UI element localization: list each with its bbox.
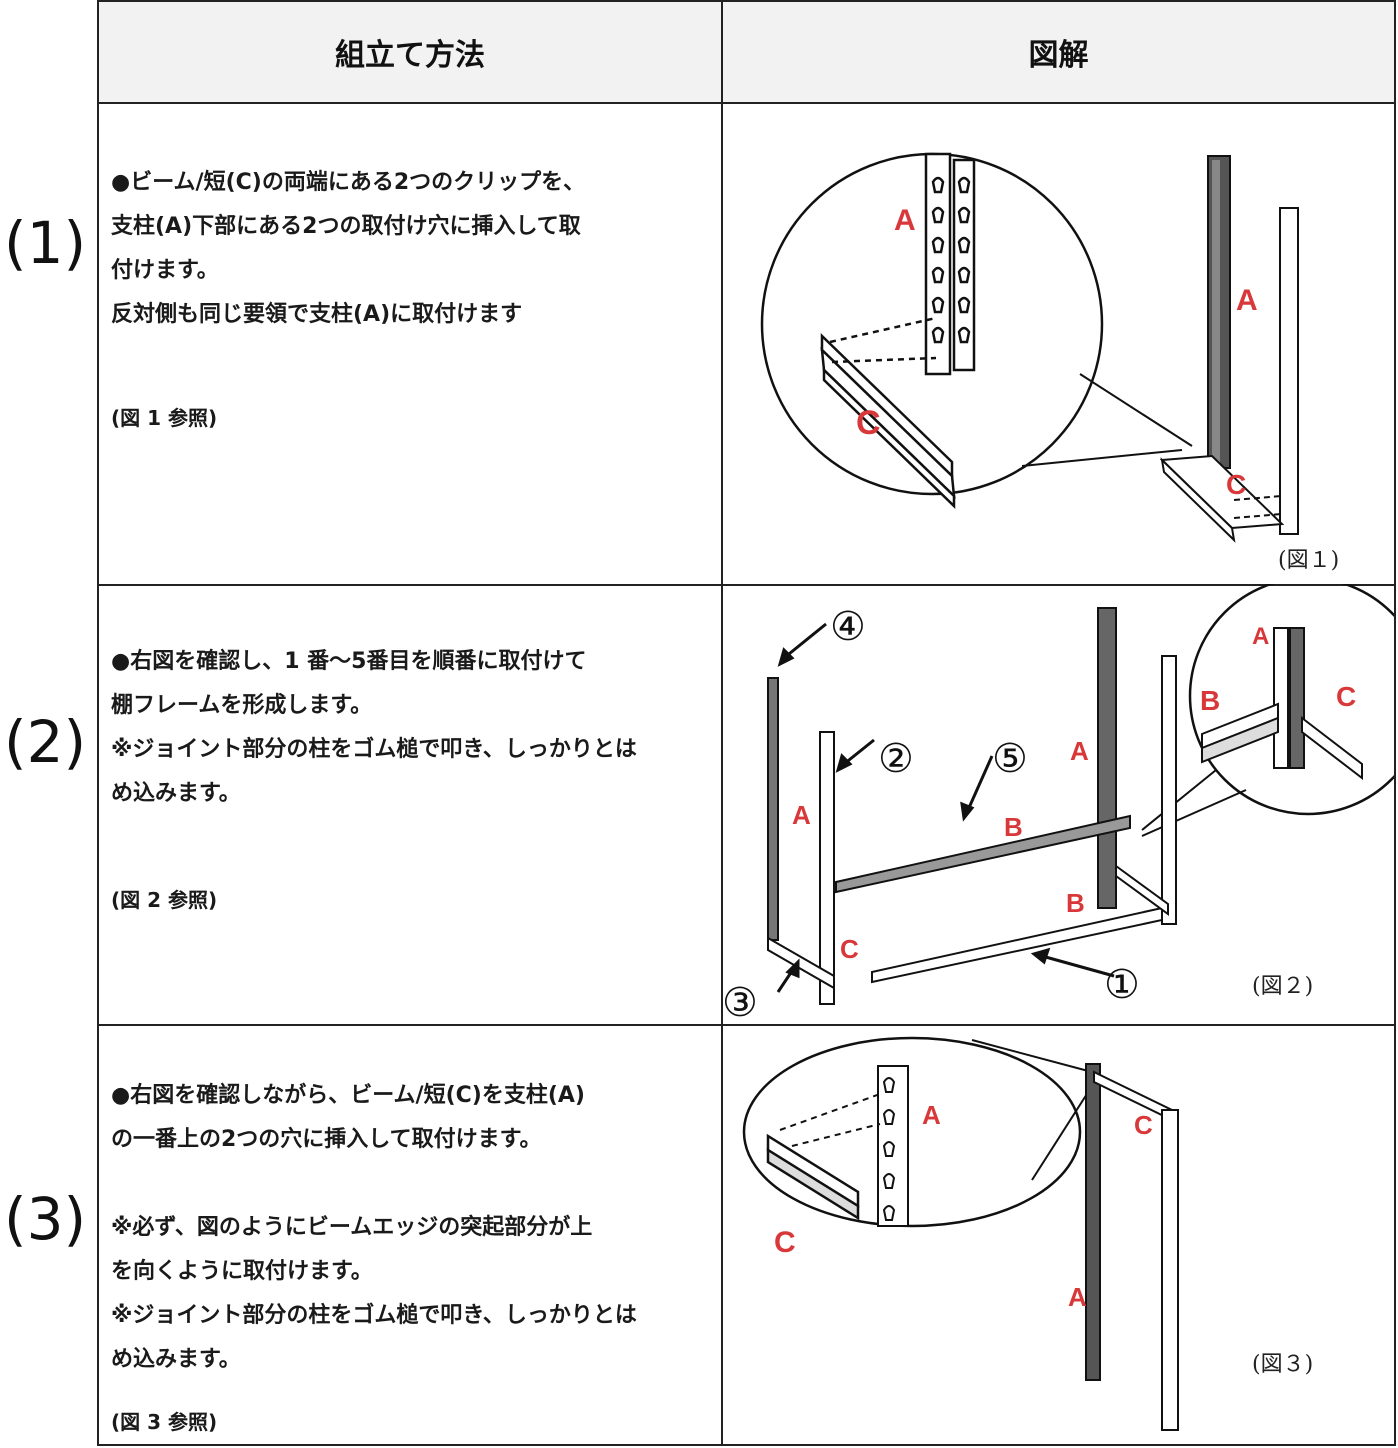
upright-a-main (1085, 1063, 1101, 1381)
step-2-reference: (図 2 参照) (111, 888, 218, 912)
step-3-reference: (図 3 参照) (111, 1410, 218, 1434)
order-mark-1: ① (1104, 963, 1140, 1007)
figure-2-label-b: B (1066, 888, 1085, 918)
figure-3-label-c: C (1134, 1110, 1153, 1140)
step-3-line: ※ジョイント部分の柱をゴム槌で叩き、しっかりとは (111, 1303, 637, 1328)
beam-c-detail (820, 333, 956, 509)
figure-3-label-a: A (1068, 1282, 1087, 1312)
step-3-line: め込みます。 (111, 1347, 241, 1372)
step-2-text: ●右図を確認し、1 番～5番目を順番に取付けて 棚フレームを形成します。 ※ジョ… (111, 640, 721, 816)
step-1-line: 反対側も同じ要領で支柱(A)に取付けます (111, 302, 523, 327)
figure-1-label-c: C (856, 404, 881, 442)
row-divider-2 (99, 1024, 1394, 1026)
order-mark-5: ⑤ (992, 737, 1028, 781)
step-1-number: (1) (4, 209, 87, 277)
step-3-line: ●右図を確認しながら、ビーム/短(C)を支柱(A) (111, 1083, 585, 1108)
instruction-table: 組立て方法 図解 (97, 0, 1396, 1446)
step-2-line: め込みます。 (111, 781, 241, 806)
figure-3-caption: (図３) (1252, 1352, 1314, 1377)
figure-2-diagram: ④ ② ⑤ ① ③ A A A B B B C C (722, 584, 1394, 1020)
beam-c-main (1093, 1070, 1173, 1122)
figure-1-label-c: C (1226, 469, 1246, 500)
order-mark-4: ④ (830, 605, 866, 649)
upright-back (1097, 607, 1117, 909)
beam-1 (871, 906, 1163, 984)
step-1-line: 支柱(A)下部にある2つの取付け穴に挿入して取 (111, 214, 581, 239)
figure-1-label-a: A (1236, 284, 1258, 317)
magnifier-circle (742, 1036, 1082, 1228)
step-3-line: ※必ず、図のようにビームエッジの突起部分が上 (111, 1215, 593, 1240)
figure-2-caption: (図２) (1252, 974, 1314, 999)
step-1-line: ●ビーム/短(C)の両端にある2つのクリップを、 (111, 170, 586, 195)
upright-detail (924, 152, 976, 376)
figure-2-label-a: A (1252, 623, 1269, 650)
upright-front-right (1161, 655, 1177, 925)
figure-3-diagram: A A C C (742, 1036, 1179, 1431)
figure-2-label-b: B (1004, 812, 1023, 842)
figure-2-label-c: C (1336, 681, 1356, 712)
step-1-text: ●ビーム/短(C)の両端にある2つのクリップを、 支柱(A)下部にある2つの取付… (111, 161, 721, 337)
figure-1-caption: (図１) (1278, 548, 1340, 573)
upright-2 (819, 731, 835, 1005)
figure-3-label-a: A (922, 1100, 941, 1130)
method-header: 組立て方法 (99, 2, 723, 104)
step-3-text: ●右図を確認しながら、ビーム/短(C)を支柱(A) の一番上の2つの穴に挿入して… (111, 1074, 721, 1382)
figure-2-label-a: A (792, 800, 811, 830)
column-divider (721, 2, 723, 1444)
beam-3 (767, 936, 835, 990)
step-1-line: 付けます。 (111, 258, 219, 283)
step-1-reference: (図 1 参照) (111, 406, 218, 430)
magnifier-circle (1188, 584, 1394, 816)
step-2-line: ※ジョイント部分の柱をゴム槌で叩き、しっかりとは (111, 737, 637, 762)
figure-2-label-b: B (1200, 685, 1220, 716)
upright-a-secondary (1161, 1109, 1179, 1431)
step-2-number: (2) (4, 708, 87, 776)
upright-a-main (1207, 155, 1231, 469)
upright-4 (767, 677, 779, 941)
step-3-number: (3) (4, 1185, 87, 1253)
step-3-line: の一番上の2つの穴に挿入して取付けます。 (111, 1127, 542, 1152)
figure-3-label-c: C (774, 1226, 796, 1259)
beam-5 (835, 814, 1131, 894)
order-mark-3: ③ (722, 981, 758, 1020)
upright-a-secondary (1279, 207, 1299, 535)
row-divider-1 (99, 584, 1394, 586)
step-3-line: を向くように取付けます。 (111, 1259, 373, 1284)
step-3-line (111, 1162, 721, 1206)
diagram-header: 図解 (723, 2, 1394, 104)
step-2-line: 棚フレームを形成します。 (111, 693, 373, 718)
beam-c-main (1159, 454, 1285, 543)
figure-1-label-a: A (894, 204, 916, 237)
figure-1-diagram: A A C C (760, 152, 1299, 543)
order-mark-2: ② (878, 737, 914, 781)
figure-2-label-a: A (1070, 736, 1089, 766)
figure-2-label-c: C (840, 934, 859, 964)
step-2-line: ●右図を確認し、1 番～5番目を順番に取付けて (111, 649, 587, 674)
